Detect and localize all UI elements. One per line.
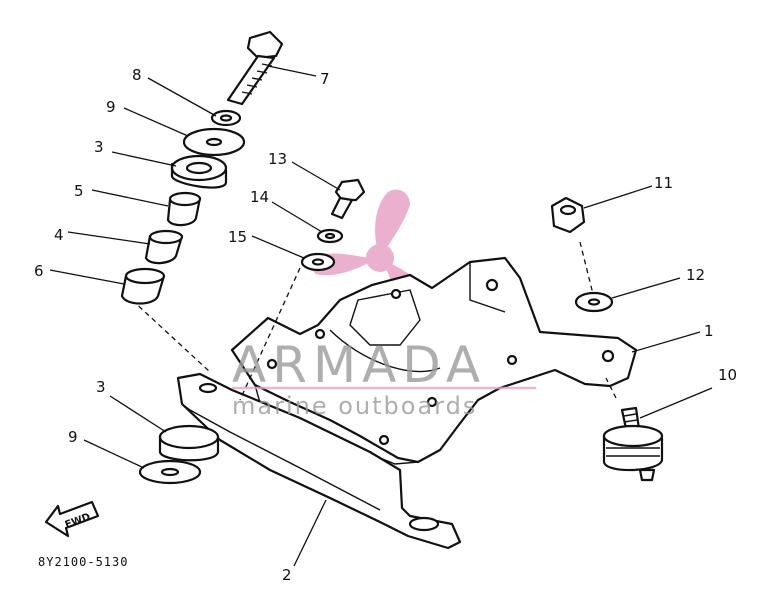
callout-10: 10: [718, 366, 737, 384]
washer-9-lower: [138, 459, 202, 485]
leader-lines: [49, 65, 713, 567]
washer-9-upper: [182, 127, 246, 157]
collar-5: [166, 191, 202, 227]
damper-mount-10: [602, 406, 664, 482]
callout-9-lower: 9: [68, 428, 78, 446]
forward-direction-arrow-icon: FWD: [44, 500, 100, 538]
mounting-bracket: [230, 256, 638, 465]
callout-7: 7: [320, 70, 330, 88]
callout-15: 15: [228, 228, 247, 246]
callout-11: 11: [654, 174, 673, 192]
watermark-tagline: marine outboards: [232, 392, 477, 420]
callout-3-lower: 3: [96, 378, 106, 396]
callout-3-upper: 3: [94, 138, 104, 156]
nut-11: [550, 196, 586, 234]
bolt-13: [330, 178, 366, 220]
washer-15: [300, 252, 336, 272]
collar-6: [120, 267, 166, 305]
callout-14: 14: [250, 188, 269, 206]
damper-3-upper: [170, 154, 228, 189]
collar-4: [144, 229, 184, 265]
callout-12: 12: [686, 266, 705, 284]
callout-1: 1: [704, 322, 714, 340]
washer-8: [210, 109, 242, 127]
washer-12: [574, 291, 614, 313]
callout-9-upper: 9: [106, 98, 116, 116]
armada-watermark: ARMADA marine outboards: [232, 336, 536, 420]
callout-6: 6: [34, 262, 44, 280]
callout-13: 13: [268, 150, 287, 168]
callout-8: 8: [132, 66, 142, 84]
washer-14: [316, 228, 344, 244]
callout-labels: 1 2 3 3 4 5 6 7 8 9 9 10 11 12 13 14 15: [34, 66, 737, 584]
watermark-brand: ARMADA: [232, 336, 486, 394]
callout-2: 2: [282, 566, 292, 584]
bolt-7: [226, 30, 284, 106]
callout-5: 5: [74, 182, 84, 200]
callout-4: 4: [54, 226, 64, 244]
damper-3-lower: [158, 424, 220, 462]
drawing-code: 8Y2100-5130: [38, 555, 128, 569]
lower-plate: [176, 372, 462, 550]
